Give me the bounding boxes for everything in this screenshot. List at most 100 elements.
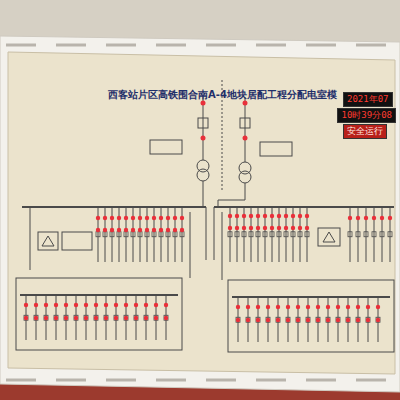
breaker-symbol — [336, 317, 340, 322]
indicator-lamp — [64, 303, 68, 307]
feeder-line — [161, 207, 162, 262]
indicator-lamp — [246, 318, 250, 322]
indicator-lamp — [154, 303, 158, 307]
indicator-lamp — [305, 214, 309, 218]
indicator-lamp — [270, 226, 274, 230]
indicator-lamp — [104, 303, 108, 307]
indicator-lamp — [54, 316, 58, 320]
indicator-lamp — [235, 226, 239, 230]
led-display: 2021年07 — [343, 92, 393, 107]
breaker-symbol — [256, 232, 260, 237]
breaker-symbol — [103, 232, 107, 237]
indicator-lamp — [364, 216, 368, 220]
indicator-lamp — [124, 216, 128, 220]
indicator-lamp — [44, 303, 48, 307]
feeder-line — [374, 207, 375, 262]
breaker-symbol — [44, 315, 48, 320]
breaker-symbol — [54, 315, 58, 320]
feeder-line — [390, 207, 391, 262]
indicator-lamp — [96, 228, 100, 232]
feeder-circuits — [24, 207, 392, 342]
indicator-lamp — [104, 316, 108, 320]
logo-stripe — [156, 44, 186, 47]
indicator-lamp — [173, 216, 177, 220]
breaker-symbol — [164, 315, 168, 320]
breaker-symbol — [34, 315, 38, 320]
indicator-lamp — [380, 216, 384, 220]
breaker-symbol — [266, 317, 270, 322]
logo-stripe — [356, 44, 386, 47]
indicator-lamp — [242, 226, 246, 230]
logo-stripe — [256, 44, 286, 47]
indicator-lamp — [249, 226, 253, 230]
breaker-symbol — [117, 232, 121, 237]
indicator-lamp — [34, 303, 38, 307]
indicator-lamp — [326, 305, 330, 309]
indicator-lamp — [74, 316, 78, 320]
breaker-symbol — [306, 317, 310, 322]
indicator-lamp — [246, 305, 250, 309]
breaker-symbol — [180, 232, 184, 237]
indicator-lamp — [235, 214, 239, 218]
indicator-lamp — [296, 305, 300, 309]
indicator-lamp — [316, 305, 320, 309]
indicator-lamp — [152, 228, 156, 232]
indicator-lamp — [84, 316, 88, 320]
indicator-lamp — [356, 318, 360, 322]
indicator-lamp — [286, 318, 290, 322]
indicator-lamp — [166, 228, 170, 232]
indicator-lamp — [201, 101, 206, 106]
indicator-lamp — [336, 318, 340, 322]
logo-stripe — [306, 44, 336, 47]
indicator-lamp — [173, 228, 177, 232]
display-text: 10时39分08 — [341, 110, 392, 121]
breaker-symbol — [110, 232, 114, 237]
breaker-symbol — [276, 317, 280, 322]
logo-stripe — [6, 379, 36, 382]
breaker-symbol — [154, 315, 158, 320]
indicator-lamp — [256, 214, 260, 218]
logo-stripe — [206, 44, 236, 47]
indicator-lamp — [134, 303, 138, 307]
feeder-line — [105, 207, 106, 262]
indicator-lamp — [138, 228, 142, 232]
indicator-lamp — [124, 228, 128, 232]
breaker-symbol — [166, 232, 170, 237]
indicator-lamp — [24, 303, 28, 307]
indicator-lamp — [201, 136, 206, 141]
breaker-symbol — [388, 232, 392, 237]
breaker-symbol — [270, 232, 274, 237]
breaker-symbol — [256, 317, 260, 322]
indicator-lamp — [291, 214, 295, 218]
indicator-lamp — [34, 316, 38, 320]
indicator-lamp — [306, 318, 310, 322]
breaker-symbol — [277, 232, 281, 237]
feeder-line — [98, 207, 99, 262]
breaker-symbol — [246, 317, 250, 322]
indicator-lamp — [277, 214, 281, 218]
indicator-lamp — [103, 216, 107, 220]
indicator-lamp — [180, 216, 184, 220]
indicator-lamp — [242, 214, 246, 218]
breaker-symbol — [356, 232, 360, 237]
indicator-lamp — [103, 228, 107, 232]
indicator-lamp — [166, 216, 170, 220]
indicator-lamp — [305, 226, 309, 230]
breaker-symbol — [366, 317, 370, 322]
display-text: 2021年07 — [347, 94, 389, 105]
indicator-lamp — [376, 305, 380, 309]
breaker-symbol — [356, 317, 360, 322]
breaker-symbol — [249, 232, 253, 237]
breaker-symbol — [104, 315, 108, 320]
breaker-symbol — [298, 232, 302, 237]
breaker-symbol — [96, 232, 100, 237]
breaker-symbol — [263, 232, 267, 237]
breaker-symbol — [364, 232, 368, 237]
indicator-lamp — [94, 303, 98, 307]
logo-stripe — [356, 379, 386, 382]
indicator-lamp — [266, 305, 270, 309]
breaker-symbol — [236, 317, 240, 322]
panel-title: 西客站片区高铁围合南A-4地块居配工程分配电室模 — [108, 88, 337, 102]
